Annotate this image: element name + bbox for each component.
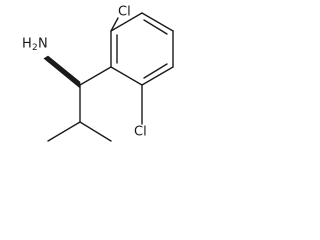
ring-double-bond-inner-2 xyxy=(143,19,168,35)
stereo-wedge-bond xyxy=(43,55,81,89)
benzene-ring xyxy=(110,12,174,86)
amine-n: N xyxy=(38,37,48,52)
bond-isopropyl-methyl-left xyxy=(47,121,81,142)
bond-ring-chloro-top xyxy=(110,17,119,32)
ring-bond-c5-c6 xyxy=(141,66,174,86)
ring-bond-c3-c4 xyxy=(141,12,174,32)
amine-subscript: 2 xyxy=(32,43,38,53)
amine-label: H 2 N xyxy=(22,37,48,54)
bond-stereocenter-ring xyxy=(79,66,112,86)
bond-isopropyl-methyl-right xyxy=(79,121,112,142)
amine-h: H xyxy=(22,37,32,52)
chloro-bottom-label: Cl xyxy=(134,125,147,140)
chloro-top-label: Cl xyxy=(118,5,131,20)
ring-double-bond-inner-3 xyxy=(143,63,168,79)
ring-bond-c2-c3 xyxy=(110,12,143,32)
molecular-structure: H 2 N Cl Cl xyxy=(22,5,174,142)
ring-bond-c6-c1 xyxy=(110,66,143,86)
